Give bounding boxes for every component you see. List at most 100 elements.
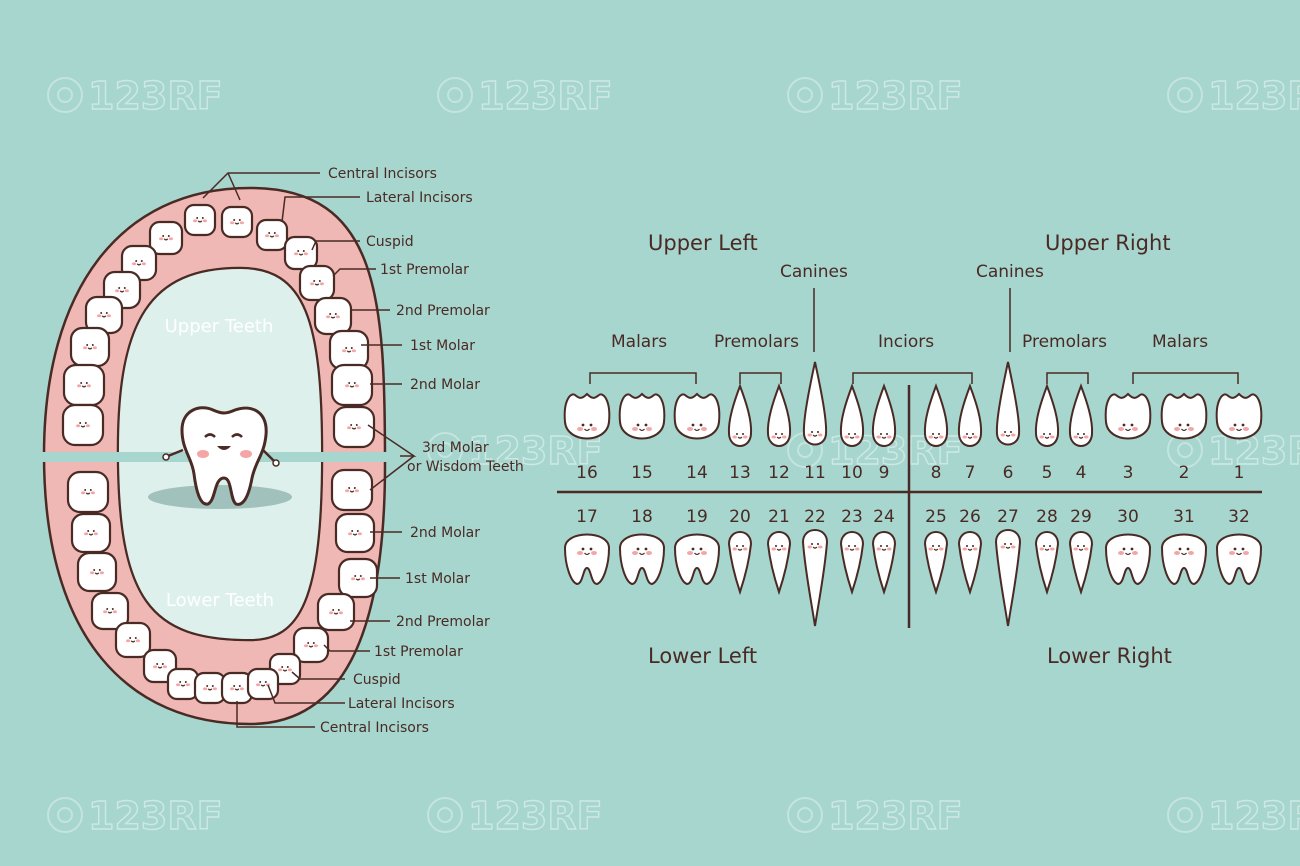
label-lower-2nd-premolar: 2nd Premolar bbox=[396, 614, 490, 630]
arch-tooth bbox=[334, 512, 376, 554]
label-2nd-premolar: 2nd Premolar bbox=[396, 303, 490, 319]
watermark-logo: 123RF bbox=[47, 793, 223, 839]
arch-tooth bbox=[316, 592, 356, 632]
watermark-text: 123RF bbox=[1208, 74, 1300, 118]
lower-tooth: 28 bbox=[1034, 507, 1060, 596]
dental-arch: Upper Teeth Lower Teeth bbox=[40, 166, 524, 736]
upper-tooth: 4 bbox=[1068, 383, 1094, 483]
lower-tooth: 25 bbox=[923, 507, 949, 596]
lower-tooth-number: 18 bbox=[631, 507, 653, 527]
upper-tooth: 16 bbox=[563, 392, 611, 483]
lower-tooth-number: 26 bbox=[959, 507, 981, 527]
quadrant-lower-right: Lower Right bbox=[1047, 644, 1172, 668]
arch-tooth bbox=[255, 218, 289, 252]
arch-tooth bbox=[220, 205, 254, 239]
upper-tooth-number: 2 bbox=[1179, 463, 1190, 483]
lower-tooth: 30 bbox=[1104, 507, 1152, 586]
label-central-incisors: Central Incisors bbox=[328, 166, 437, 182]
upper-tooth-number: 5 bbox=[1042, 463, 1053, 483]
arch-teeth bbox=[61, 203, 379, 705]
upper-tooth: 7 bbox=[957, 383, 983, 483]
arch-tooth bbox=[84, 295, 124, 335]
lower-tooth-number: 31 bbox=[1173, 507, 1195, 527]
upper-tooth: 6 bbox=[995, 361, 1021, 483]
label-lower-1st-molar: 1st Molar bbox=[405, 571, 470, 587]
label-lateral-incisors: Lateral Incisors bbox=[366, 190, 473, 206]
watermark-text: 123RF bbox=[88, 74, 223, 118]
upper-tooth: 14 bbox=[673, 392, 721, 483]
arch-tooth bbox=[193, 671, 227, 705]
arch-leader-lines bbox=[202, 172, 417, 728]
upper-tooth: 9 bbox=[871, 383, 897, 483]
lower-tooth: 23 bbox=[839, 507, 865, 596]
group-malars-right: Malars bbox=[1152, 332, 1208, 352]
lower-tooth: 20 bbox=[727, 507, 753, 596]
group-malars-left: Malars bbox=[611, 332, 667, 352]
lower-tooth-number: 25 bbox=[925, 507, 947, 527]
lower-tooth: 22 bbox=[801, 507, 829, 627]
arch-tooth bbox=[283, 235, 319, 271]
upper-tooth: 11 bbox=[802, 361, 828, 483]
upper-tooth-number: 13 bbox=[729, 463, 751, 483]
quadrant-lower-left: Lower Left bbox=[648, 644, 757, 668]
watermark-text: 123RF bbox=[1208, 429, 1300, 473]
watermark-logo: 123RF bbox=[47, 73, 223, 119]
lower-tooth: 21 bbox=[766, 507, 792, 596]
lower-tooth-number: 27 bbox=[997, 507, 1019, 527]
upper-tooth: 1 bbox=[1215, 392, 1263, 483]
lower-tooth: 17 bbox=[563, 507, 611, 586]
watermark-text: 123RF bbox=[828, 794, 963, 838]
arch-tooth bbox=[76, 551, 118, 593]
arch-tooth bbox=[70, 512, 112, 554]
arch-labels: Central Incisors Lateral Incisors Cuspid… bbox=[320, 166, 524, 736]
upper-tooth: 2 bbox=[1160, 392, 1208, 483]
watermark-text: 123RF bbox=[828, 74, 963, 118]
upper-tooth: 5 bbox=[1034, 383, 1060, 483]
label-2nd-molar: 2nd Molar bbox=[410, 377, 480, 393]
arch-tooth bbox=[292, 626, 330, 664]
lower-tooth: 29 bbox=[1068, 507, 1094, 596]
watermark-logo: 123RF bbox=[787, 73, 963, 119]
upper-tooth-number: 7 bbox=[965, 463, 976, 483]
arch-tooth bbox=[66, 470, 110, 514]
arch-tooth bbox=[246, 667, 280, 701]
lower-tooth-number: 28 bbox=[1036, 507, 1058, 527]
lower-tooth-number: 17 bbox=[576, 507, 598, 527]
watermark-text: 123RF bbox=[478, 74, 613, 118]
quadrant-upper-right: Upper Right bbox=[1045, 231, 1171, 255]
lower-tooth: 24 bbox=[871, 507, 897, 596]
lower-tooth-number: 32 bbox=[1228, 507, 1250, 527]
arch-tooth bbox=[313, 296, 353, 336]
arch-tooth bbox=[330, 363, 374, 407]
lower-tooth: 18 bbox=[618, 507, 666, 586]
watermark-text: 123RF bbox=[468, 794, 603, 838]
upper-tooth-number: 6 bbox=[1003, 463, 1014, 483]
label-1st-premolar: 1st Premolar bbox=[380, 262, 469, 278]
lower-tooth-number: 21 bbox=[768, 507, 790, 527]
arch-tooth bbox=[330, 468, 374, 512]
upper-tooth-number: 3 bbox=[1123, 463, 1134, 483]
label-cuspid: Cuspid bbox=[366, 234, 414, 250]
label-lower-1st-premolar: 1st Premolar bbox=[374, 644, 463, 660]
lower-teeth-label: Lower Teeth bbox=[166, 590, 274, 611]
lower-tooth: 19 bbox=[673, 507, 721, 586]
upper-tooth-number: 10 bbox=[841, 463, 863, 483]
group-inciors: Inciors bbox=[878, 332, 934, 352]
tooth-number-chart: Upper Left Upper Right Lower Left Lower … bbox=[557, 231, 1263, 668]
lower-tooth-number: 29 bbox=[1070, 507, 1092, 527]
upper-tooth-number: 15 bbox=[631, 463, 653, 483]
lower-tooth-number: 24 bbox=[873, 507, 895, 527]
arch-tooth bbox=[61, 403, 105, 447]
lower-tooth: 27 bbox=[994, 507, 1022, 627]
upper-tooth-number: 14 bbox=[686, 463, 708, 483]
arch-tooth bbox=[166, 667, 200, 701]
arch-tooth bbox=[90, 591, 130, 631]
group-brackets bbox=[589, 288, 1239, 384]
upper-tooth-number: 1 bbox=[1234, 463, 1245, 483]
watermark-logo: 123RF bbox=[427, 793, 603, 839]
upper-tooth: 8 bbox=[923, 383, 949, 483]
group-premolars-right: Premolars bbox=[1022, 332, 1107, 352]
label-1st-molar: 1st Molar bbox=[410, 338, 475, 354]
upper-tooth-number: 11 bbox=[804, 463, 826, 483]
